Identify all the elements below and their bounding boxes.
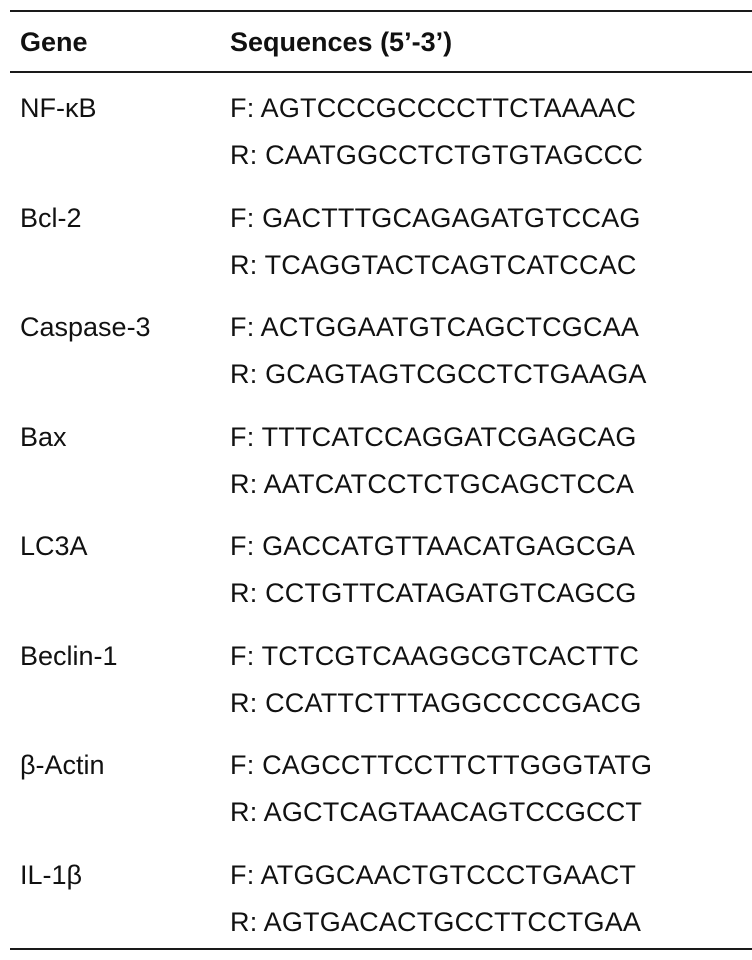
table-header: Gene Sequences (5’-3’)	[10, 22, 752, 62]
reverse-primer: R: AATCATCCTCTGCAGCTCCA	[230, 468, 635, 499]
reverse-primer: R: CCTGTTCATAGATGTCAGCG	[230, 578, 637, 608]
table-row: β-Actin F: CAGCCTTCCTTCTTGGGTATG R: AGCT…	[10, 741, 752, 851]
header-gene: Gene	[20, 27, 88, 57]
forward-primer: F: ACTGGAATGTCAGCTCGCAA	[230, 312, 640, 342]
reverse-primer: R: GCAGTAGTCGCCTCTGAAGA	[230, 359, 647, 389]
forward-primer: F: TTTCATCCAGGATCGAGCAG	[230, 421, 637, 452]
header-sequences: Sequences (5’-3’)	[230, 27, 453, 57]
gene-name: β-Actin	[20, 750, 105, 780]
gene-name: LC3A	[20, 531, 88, 561]
table-row: Bcl-2 F: GACTTTGCAGAGATGTCCAG R: TCAGGTA…	[10, 194, 752, 304]
gene-name: IL-1β	[20, 859, 83, 890]
reverse-primer: R: CCATTCTTTAGGCCCCGACG	[230, 687, 642, 718]
table-row: Caspase-3 F: ACTGGAATGTCAGCTCGCAA R: GCA…	[10, 303, 752, 413]
table-row: NF-κB F: AGTCCCGCCCCTTCTAAAAC R: CAATGGC…	[10, 84, 752, 194]
table-row: Beclin-1 F: TCTCGTCAAGGCGTCACTTC R: CCAT…	[10, 632, 752, 742]
gene-name: NF-κB	[20, 93, 97, 123]
header-rule	[10, 71, 752, 73]
reverse-primer: R: AGTGACACTGCCTTCCTGAA	[230, 906, 642, 937]
table-row: IL-1β F: ATGGCAACTGTCCCTGAACT R: AGTGACA…	[10, 851, 752, 960]
forward-primer: F: TCTCGTCAAGGCGTCACTTC	[230, 640, 640, 671]
forward-primer: F: CAGCCTTCCTTCTTGGGTATG	[230, 750, 653, 780]
top-rule	[10, 10, 752, 12]
reverse-primer: R: TCAGGTACTCAGTCATCCAC	[230, 249, 637, 280]
table-body: NF-κB F: AGTCCCGCCCCTTCTAAAAC R: CAATGGC…	[10, 84, 752, 960]
gene-name: Beclin-1	[20, 640, 118, 671]
bottom-rule	[10, 948, 752, 950]
forward-primer: F: GACCATGTTAACATGAGCGA	[230, 531, 636, 561]
forward-primer: F: GACTTTGCAGAGATGTCCAG	[230, 202, 641, 233]
gene-name: Bcl-2	[20, 202, 82, 233]
table-row: LC3A F: GACCATGTTAACATGAGCGA R: CCTGTTCA…	[10, 522, 752, 632]
table-row: Bax F: TTTCATCCAGGATCGAGCAG R: AATCATCCT…	[10, 413, 752, 523]
reverse-primer: R: AGCTCAGTAACAGTCCGCCT	[230, 797, 643, 827]
gene-name: Bax	[20, 421, 67, 452]
forward-primer: F: ATGGCAACTGTCCCTGAACT	[230, 859, 637, 890]
gene-name: Caspase-3	[20, 312, 151, 342]
reverse-primer: R: CAATGGCCTCTGTGTAGCCC	[230, 140, 644, 170]
forward-primer: F: AGTCCCGCCCCTTCTAAAAC	[230, 93, 637, 123]
